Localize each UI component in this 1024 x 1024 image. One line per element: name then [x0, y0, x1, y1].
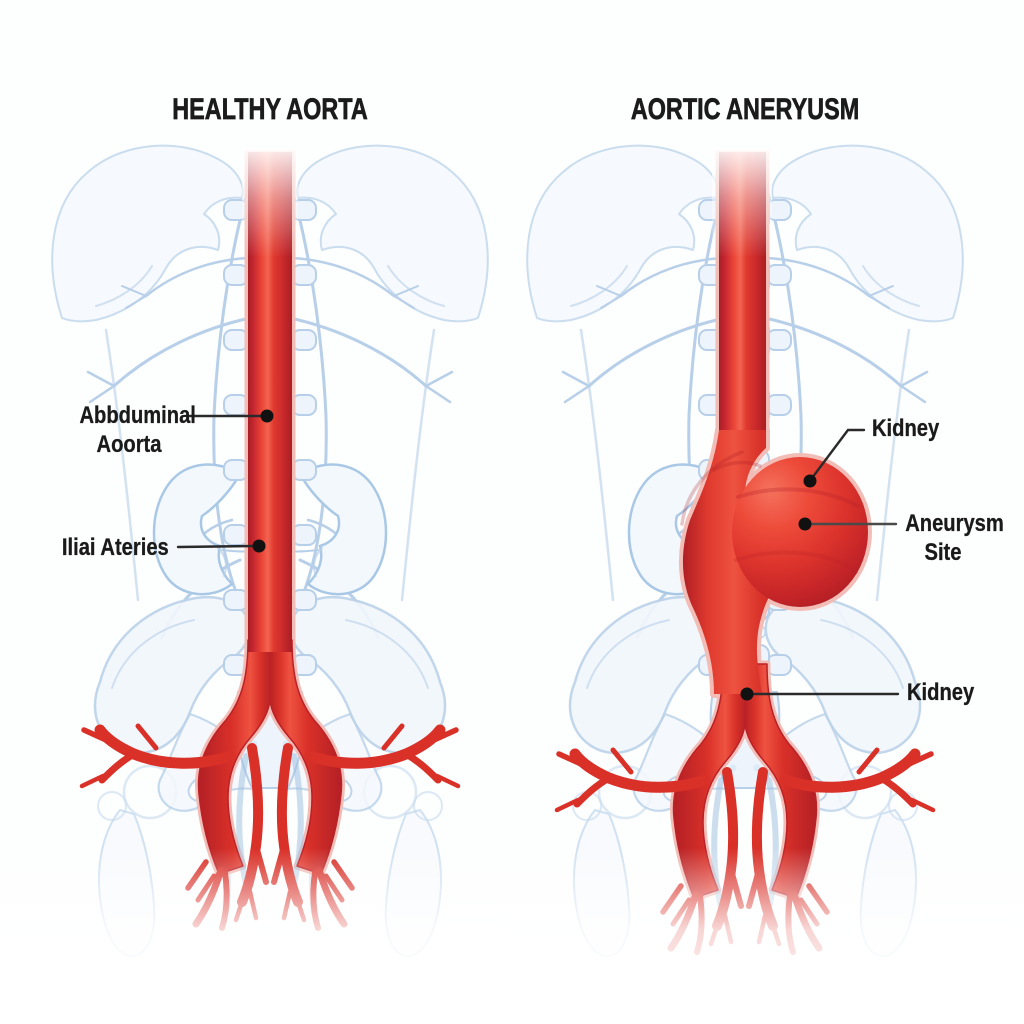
- label-abdominal-aorta: Abbduminal Aoorta: [70, 401, 196, 459]
- healthy-aorta-vessel: [82, 148, 458, 928]
- label-kidney-lower: Kidney: [907, 678, 987, 707]
- aneurysm-aorta-vessel: [557, 148, 933, 952]
- label-kidney-lower-line1: Kidney: [907, 679, 975, 706]
- panel-title-healthy-text: HEALTHY AORTA: [172, 93, 368, 127]
- label-aneurysm-site-line1: Aneurysm: [905, 510, 1004, 537]
- label-kidney-upper: Kidney: [872, 414, 952, 443]
- leader-kidney-upper: [810, 428, 866, 480]
- aneurysm-crease-lines: [680, 450, 860, 574]
- label-abdominal-aorta-line2: Aoorta: [96, 431, 162, 458]
- label-iliac-arteries-line1: Iliai Ateries: [61, 534, 169, 561]
- leader-iliac-arteries: [176, 544, 256, 549]
- label-aneurysm-site-line2: Site: [924, 539, 962, 566]
- leader-dots: [252, 409, 817, 701]
- panel-title-aneurysm-text: AORTIC ANERYUSM: [630, 93, 860, 127]
- leader-lines: [176, 414, 900, 696]
- panel-title-healthy: HEALTHY AORTA: [145, 93, 396, 127]
- label-iliac-arteries: Iliai Ateries: [52, 533, 176, 562]
- label-kidney-upper-line1: Kidney: [872, 415, 940, 442]
- label-aneurysm-site: Aneurysm Site: [898, 509, 1004, 567]
- bottom-fade: [0, 848, 1024, 1024]
- panel-title-aneurysm: AORTIC ANERYUSM: [599, 93, 892, 127]
- label-abdominal-aorta-line1: Abbduminal: [79, 402, 196, 429]
